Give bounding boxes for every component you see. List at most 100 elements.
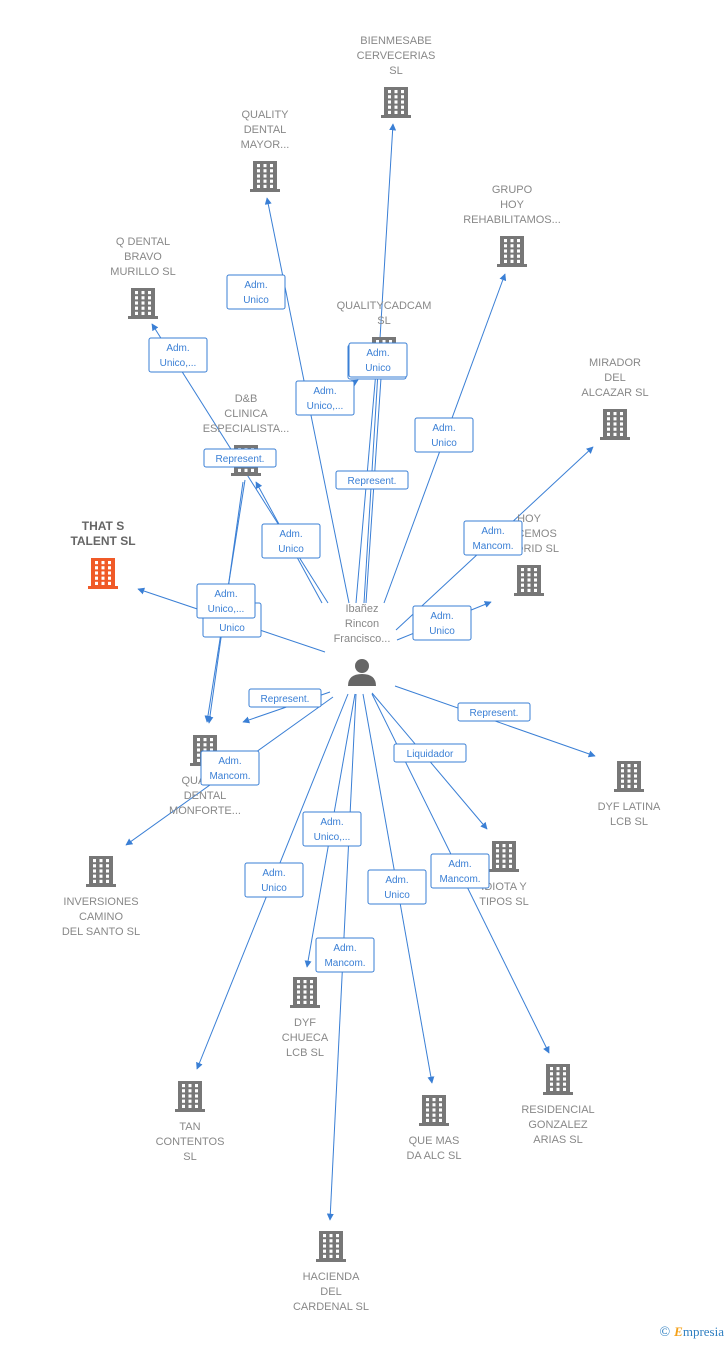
node-label-line: IDIOTA Y xyxy=(481,881,527,893)
edge-label-text: Adm. xyxy=(279,529,302,540)
edge-label[interactable]: Adm.Unico,... xyxy=(302,811,362,847)
node-label-line: QUALITYCADCAM xyxy=(337,300,432,312)
brand-name: mpresia xyxy=(682,1324,724,1339)
company-node-db-clinica[interactable]: D&BCLINICAESPECIALISTA... xyxy=(203,393,290,476)
edge-label[interactable]: Adm. Unico xyxy=(348,342,408,378)
company-node-inversiones[interactable]: INVERSIONES CAMINO DEL SANTO SL xyxy=(62,856,140,938)
edge-label[interactable]: Liquidador xyxy=(393,743,467,763)
edge-label-text: Adm. xyxy=(244,280,267,291)
brand-initial: E xyxy=(674,1324,683,1339)
node-label-line: Francisco... xyxy=(334,633,391,645)
edge-label-text: Unico,... xyxy=(160,358,197,369)
edge-label-text: Unico xyxy=(365,363,391,374)
edge-label-text: Adm. xyxy=(262,868,285,879)
node-label-line: MAYOR... xyxy=(241,139,290,151)
brand-watermark: ©Empresia xyxy=(660,1324,724,1341)
edge-label-text: Adm. xyxy=(385,875,408,886)
person-node[interactable]: IbañezRinconFrancisco... xyxy=(334,603,391,686)
building-icon xyxy=(316,1231,346,1262)
edge-label[interactable]: Adm. Unico xyxy=(244,862,304,898)
edge-label-text: Represent. xyxy=(216,454,265,465)
edge-label[interactable]: Adm. Mancom. xyxy=(200,750,260,786)
edge-label[interactable]: Represent. xyxy=(457,702,531,722)
node-label-line: REHABILITAMOS... xyxy=(463,214,561,226)
edge-label-text: Mancom. xyxy=(472,541,513,552)
edge-label[interactable]: Adm.Unico xyxy=(226,274,286,310)
node-label-line: HOY xyxy=(517,513,542,525)
node-label-line: CONTENTOS xyxy=(156,1136,225,1148)
node-label-line: BIENMESABE xyxy=(360,35,432,47)
edge-label-text: Adm. xyxy=(333,943,356,954)
node-label-line: CERVECERIAS xyxy=(357,50,436,62)
edge-label[interactable]: Adm. Unico xyxy=(367,869,427,905)
edge-label[interactable]: Represent. xyxy=(203,448,277,468)
edge-label-text: Unico xyxy=(384,890,410,901)
edge-label[interactable]: Adm. Unico xyxy=(412,605,472,641)
node-label-line: QUALITY xyxy=(241,109,289,121)
edge-label-text: Unico xyxy=(219,623,245,634)
copyright-symbol: © xyxy=(659,1325,671,1340)
node-label-line: ARIAS SL xyxy=(533,1134,583,1146)
edge-label[interactable]: Adm.Mancom. xyxy=(315,937,375,973)
company-node-quality-mayor[interactable]: QUALITY DENTAL MAYOR... xyxy=(241,109,290,192)
edge-label[interactable]: Adm.Mancom. xyxy=(430,853,490,889)
person-icon[interactable] xyxy=(348,659,376,686)
edge-label[interactable]: Represent. xyxy=(335,470,409,490)
node-label-line: Ibañez xyxy=(345,603,378,615)
node-label-line: LCB SL xyxy=(610,816,648,828)
node-label-line: DEL xyxy=(604,372,625,384)
node-label-line: GRUPO xyxy=(492,184,533,196)
node-label-line: CAMINO xyxy=(79,911,123,923)
edge-label[interactable]: Adm.Unico xyxy=(261,523,321,559)
node-label-line: DENTAL xyxy=(244,124,287,136)
node-label-line: DENTAL xyxy=(184,790,227,802)
edge-label[interactable]: Adm.Unico xyxy=(414,417,474,453)
edge-label-text: Adm. xyxy=(432,423,455,434)
building-icon xyxy=(600,409,630,440)
building-icon xyxy=(514,565,544,596)
edge-label-text: Adm. xyxy=(448,859,471,870)
edge-label-text: Adm. xyxy=(218,756,241,767)
edge-label-text: Unico xyxy=(429,626,455,637)
node-label-line: INVERSIONES xyxy=(63,896,138,908)
node-label-line: HACIENDA xyxy=(303,1271,361,1283)
building-icon xyxy=(489,841,519,872)
edge-label-text: Unico xyxy=(261,883,287,894)
company-node-que-mas-da[interactable]: QUE MAS DA ALC SL xyxy=(406,1095,462,1162)
node-label-line: DYF xyxy=(294,1017,316,1029)
building-icon xyxy=(175,1081,205,1112)
node-label-line: DA ALC SL xyxy=(406,1150,461,1162)
edge-label-text: Mancom. xyxy=(209,771,250,782)
edge-label[interactable]: Adm.Unico,... xyxy=(148,337,208,373)
company-node-grupo-hoy[interactable]: GRUPOHOYREHABILITAMOS... xyxy=(463,184,561,267)
node-label-line: QUE MAS xyxy=(409,1135,460,1147)
node-label-line: MONFORTE... xyxy=(169,805,241,817)
edge-label-text: Unico,... xyxy=(307,401,344,412)
node-label-line: THAT S xyxy=(82,519,124,533)
node-label-line: DEL SANTO SL xyxy=(62,926,140,938)
node-label-line: TAN xyxy=(179,1121,200,1133)
node-label-line: RESIDENCIAL xyxy=(521,1104,594,1116)
edge-label-text: Adm. xyxy=(366,348,389,359)
edge-label[interactable]: Adm.Unico,... xyxy=(295,380,355,416)
edge-label-text: Adm. xyxy=(430,611,453,622)
building-icon xyxy=(543,1064,573,1095)
edge-label-text: Adm. xyxy=(214,589,237,600)
node-label-line: MIRADOR xyxy=(589,357,641,369)
edge-label[interactable]: Adm.Mancom. xyxy=(463,520,523,556)
building-icon xyxy=(381,87,411,118)
edge-label[interactable]: Adm.Unico,... xyxy=(196,583,256,619)
node-label-line: Q DENTAL xyxy=(116,236,170,248)
edge-label[interactable]: Represent. xyxy=(248,688,322,708)
